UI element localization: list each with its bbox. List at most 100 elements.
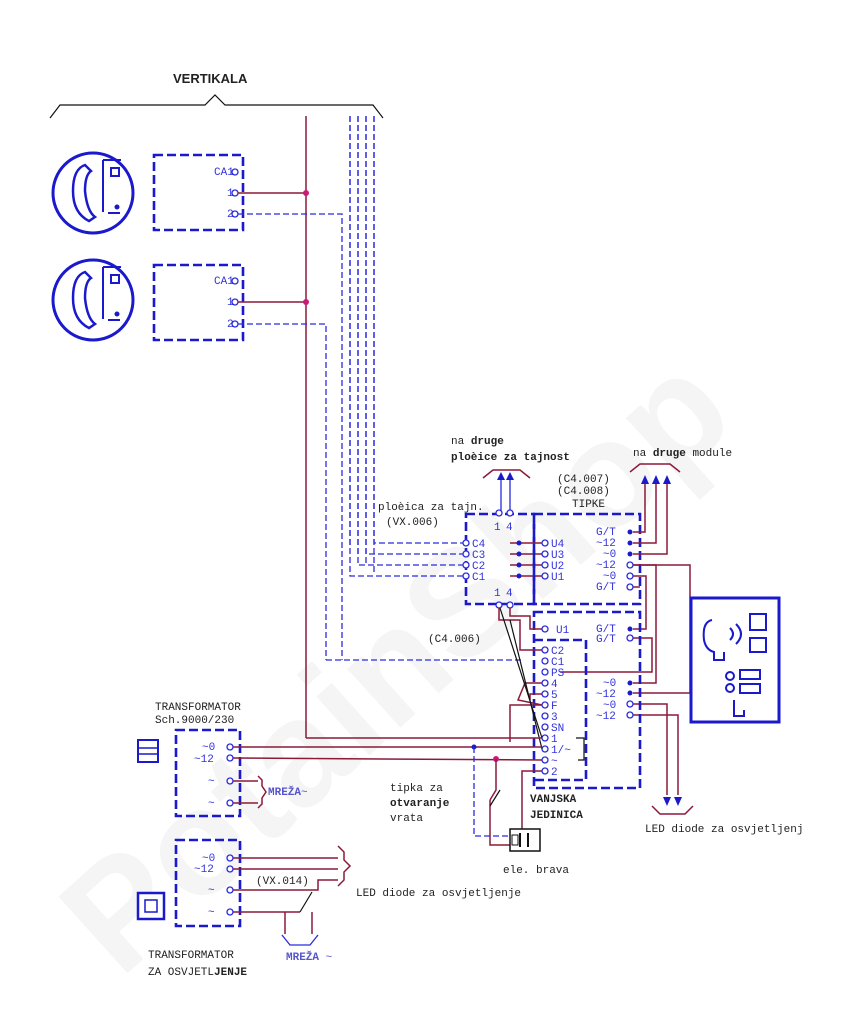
handset-1-box — [152, 153, 245, 232]
svg-text:2: 2 — [551, 767, 558, 779]
svg-text:G/T: G/T — [596, 624, 616, 636]
svg-text:~0: ~0 — [202, 742, 215, 754]
svg-text:1: 1 — [227, 297, 234, 309]
svg-text:CA1: CA1 — [214, 167, 234, 179]
svg-text:5: 5 — [551, 690, 558, 702]
svg-text:JEDINICA: JEDINICA — [530, 810, 583, 822]
svg-text:~: ~ — [551, 756, 558, 768]
svg-text:U2: U2 — [551, 561, 564, 573]
transformer-2-label: TRANSFORMATOR ZA OSVJETLJENJE — [148, 950, 247, 979]
phone-icon — [71, 270, 98, 330]
svg-text:4: 4 — [506, 588, 513, 600]
transformer-2-icon — [136, 891, 166, 921]
svg-text:~12: ~12 — [596, 560, 616, 572]
transformer-2-wires — [233, 845, 352, 946]
svg-text:2: 2 — [227, 209, 234, 221]
buttons-module-box — [532, 512, 642, 606]
svg-text:ZA OSVJETLJENJE: ZA OSVJETLJENJE — [148, 967, 247, 979]
svg-text:otvaranje: otvaranje — [390, 798, 450, 810]
transformer-2-led-text: LED diode za osvjetljenje — [356, 888, 521, 900]
transformer-2-switch-code: (VX.014) — [256, 876, 309, 888]
secretary-links — [510, 540, 545, 579]
handset-2[interactable] — [51, 258, 135, 342]
riser-title: VERTIKALA — [173, 71, 248, 86]
svg-text:vrata: vrata — [390, 813, 423, 825]
svg-text:TRANSFORMATOR: TRANSFORMATOR — [155, 702, 241, 714]
outdoor-unit-code: (C4.006) — [428, 634, 481, 646]
transformer-1-icon — [137, 739, 159, 763]
transformer-2-mains: MREŽA ~ — [286, 950, 333, 964]
svg-text:U1: U1 — [551, 572, 565, 584]
svg-text:C1: C1 — [551, 657, 565, 669]
transformer-1-label: TRANSFORMATOR Sch.9000/230 — [155, 702, 241, 727]
handset-1-terminals: CA1 1 2 — [214, 167, 239, 221]
svg-text:(C4.008): (C4.008) — [557, 486, 610, 498]
outdoor-unit-box — [532, 610, 642, 790]
riser-bracket — [49, 94, 384, 119]
secretary-code: (VX.006) — [386, 517, 439, 529]
svg-text:~: ~ — [208, 885, 215, 897]
svg-text:tipka za: tipka za — [390, 783, 443, 795]
svg-text:ploèice za tajnost: ploèice za tajnost — [451, 452, 570, 464]
transformer-1-terminals: ~0 ~12 ~ ~ — [194, 742, 234, 810]
buttons-module-header: (C4.007) (C4.008) TIPKE — [557, 474, 610, 511]
transformer-2-box — [174, 838, 242, 928]
svg-text:~0: ~0 — [603, 571, 616, 583]
svg-text:F: F — [551, 701, 558, 713]
handset-1[interactable] — [51, 151, 135, 235]
modules-note: na druge module — [629, 448, 732, 555]
svg-text:2: 2 — [227, 319, 234, 331]
svg-text:~: ~ — [208, 907, 215, 919]
svg-text:~12: ~12 — [194, 754, 214, 766]
svg-text:PS: PS — [551, 668, 565, 680]
phone-icon — [71, 163, 98, 223]
svg-text:U3: U3 — [551, 550, 564, 562]
svg-text:~0: ~0 — [603, 700, 616, 712]
door-button-label: tipka za otvaranje vrata — [390, 783, 450, 825]
svg-text:~12: ~12 — [194, 864, 214, 876]
secretary-input-wires — [349, 116, 463, 577]
electric-lock-icon[interactable] — [509, 828, 541, 852]
svg-text:C2: C2 — [472, 561, 485, 573]
svg-text:1: 1 — [551, 734, 558, 746]
transformer-1-box — [174, 728, 242, 818]
svg-text:~: ~ — [208, 776, 215, 788]
svg-text:CA1: CA1 — [214, 276, 234, 288]
outdoor-unit-terminals: U1 C2 C1 PS 4 5 F 3 SN 1 1/~ ~ 2 G/T G/T… — [541, 624, 634, 779]
led-out: LED diode za osvjetljenj — [645, 797, 803, 836]
svg-text:1: 1 — [494, 588, 501, 600]
secretary-note: na druge ploèice za tajnost — [451, 436, 570, 512]
svg-text:C4: C4 — [472, 539, 486, 551]
transformer-2-terminals: ~0 ~12 ~ ~ — [194, 853, 234, 919]
svg-text:Sch.9000/230: Sch.9000/230 — [155, 715, 234, 727]
svg-text:na druge: na druge — [451, 436, 504, 448]
svg-text:U4: U4 — [551, 539, 565, 551]
svg-text:1/~: 1/~ — [551, 745, 571, 757]
outdoor-unit-label: VANJSKA JEDINICA — [530, 794, 583, 822]
svg-text:G/T: G/T — [596, 634, 616, 646]
buttons-module-terminals: U4 U3 U2 U1 G/T ~12 ~0 ~12 ~0 G/T — [541, 527, 634, 594]
outdoor-unit-inner — [534, 638, 588, 782]
secretary-label: ploèica za tajn. — [378, 502, 484, 514]
svg-text:MREŽA~: MREŽA~ — [268, 785, 308, 799]
svg-text:3: 3 — [551, 712, 558, 724]
secretary-terminals: 1 4 1 4 C4 C3 C2 C1 — [462, 509, 514, 609]
svg-text:~0: ~0 — [603, 549, 616, 561]
svg-text:(C4.007): (C4.007) — [557, 474, 610, 486]
svg-text:1: 1 — [227, 188, 234, 200]
svg-text:VANJSKA: VANJSKA — [530, 794, 577, 806]
handset-2-terminals: CA1 1 2 — [214, 276, 239, 331]
svg-text:C1: C1 — [472, 572, 486, 584]
svg-text:~: ~ — [208, 798, 215, 810]
svg-text:na druge module: na druge module — [633, 448, 732, 460]
svg-text:C2: C2 — [551, 646, 564, 658]
svg-text:U1: U1 — [556, 625, 570, 637]
svg-text:~12: ~12 — [596, 711, 616, 723]
svg-text:G/T: G/T — [596, 582, 616, 594]
svg-text:TRANSFORMATOR: TRANSFORMATOR — [148, 950, 234, 962]
lock-label: ele. brava — [503, 865, 569, 877]
svg-text:4: 4 — [551, 679, 558, 691]
svg-text:~12: ~12 — [596, 538, 616, 550]
svg-text:4: 4 — [506, 522, 513, 534]
